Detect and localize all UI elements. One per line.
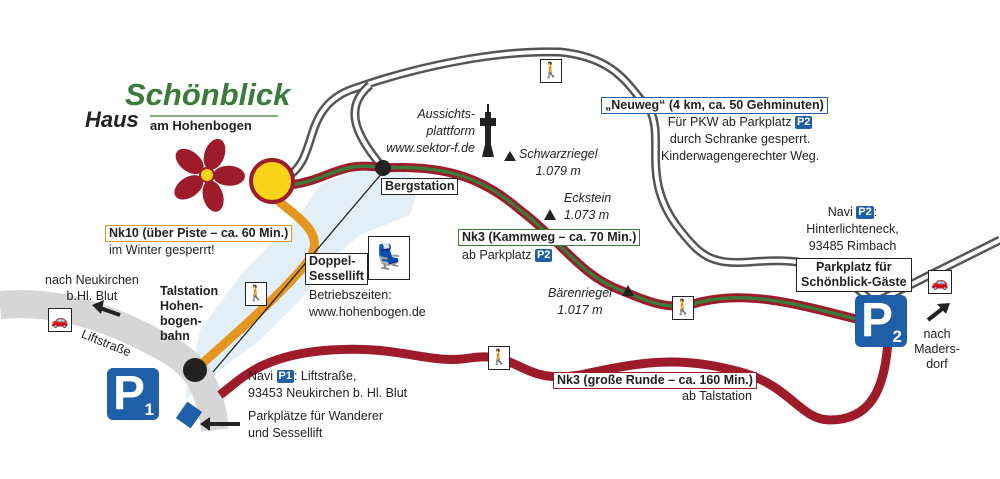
flower-logo-icon [174, 138, 245, 212]
bergstation-label: Bergstation [381, 178, 459, 195]
hiker-icon: 🚶 [488, 346, 510, 370]
nk3-grosse-runde-note: ab Talstation [682, 389, 752, 403]
nk3-kammweg-label: Nk3 (Kammweg – ca. 70 Min.) [458, 229, 641, 246]
logo-brand: Schönblick [125, 77, 291, 112]
arrow-left-icon [200, 417, 240, 431]
sessellift-label: Doppel-Sessellift [305, 253, 368, 285]
navi-p2-address: Navi P2: Hinterlichteneck,93485 Rimbach [806, 205, 899, 253]
neuweg-note: Für PKW ab Parkplatz P2 durch Schranke g… [661, 115, 820, 163]
hiker-icon: 🚶 [540, 59, 562, 83]
tower-icon [480, 104, 496, 157]
peak-icon [504, 151, 516, 161]
piste-area [185, 160, 420, 400]
logo-haus: Haus [85, 107, 139, 132]
lift-hours: Betriebszeiten:www.hohenbogen.de [309, 288, 426, 319]
schoenblick-location-marker [249, 158, 295, 204]
sessellift-line [212, 171, 384, 373]
peak-icon [622, 285, 634, 296]
parking-area-marker [175, 401, 203, 429]
arrow-left-icon [92, 300, 121, 317]
talstation-dot [183, 358, 207, 382]
navi-p1-address: Navi P1: Liftstraße, 93453 Neukirchen b.… [248, 369, 408, 400]
hiker-icon: 🚶 [672, 296, 694, 320]
liftstrasse-road [0, 290, 229, 432]
nk3-kammweg-note: ab Parkplatz P2 [462, 248, 553, 263]
neuweg-label: „Neuweg“ (4 km, ca. 50 Gehminuten) [601, 97, 828, 114]
nk10-route-label: Nk10 (über Piste – ca. 60 Min.) [105, 225, 293, 242]
hiker-icon: 🚶 [245, 282, 267, 306]
nk10-trail [192, 194, 319, 374]
nk10-note: im Winter gesperrt! [109, 243, 215, 257]
peak-icon [544, 209, 556, 220]
car-icon: 🚗 [48, 308, 72, 332]
chairlift-icon: 💺 [368, 236, 410, 280]
logo-subtitle: am Hohenbogen [150, 118, 252, 133]
nk3-grosse-runde-label: Nk3 (große Runde – ca. 160 Min.) [553, 372, 757, 389]
car-icon: 🚗 [928, 270, 952, 294]
bergstation-dot [375, 160, 391, 176]
arrow-up-right-icon [926, 303, 950, 322]
